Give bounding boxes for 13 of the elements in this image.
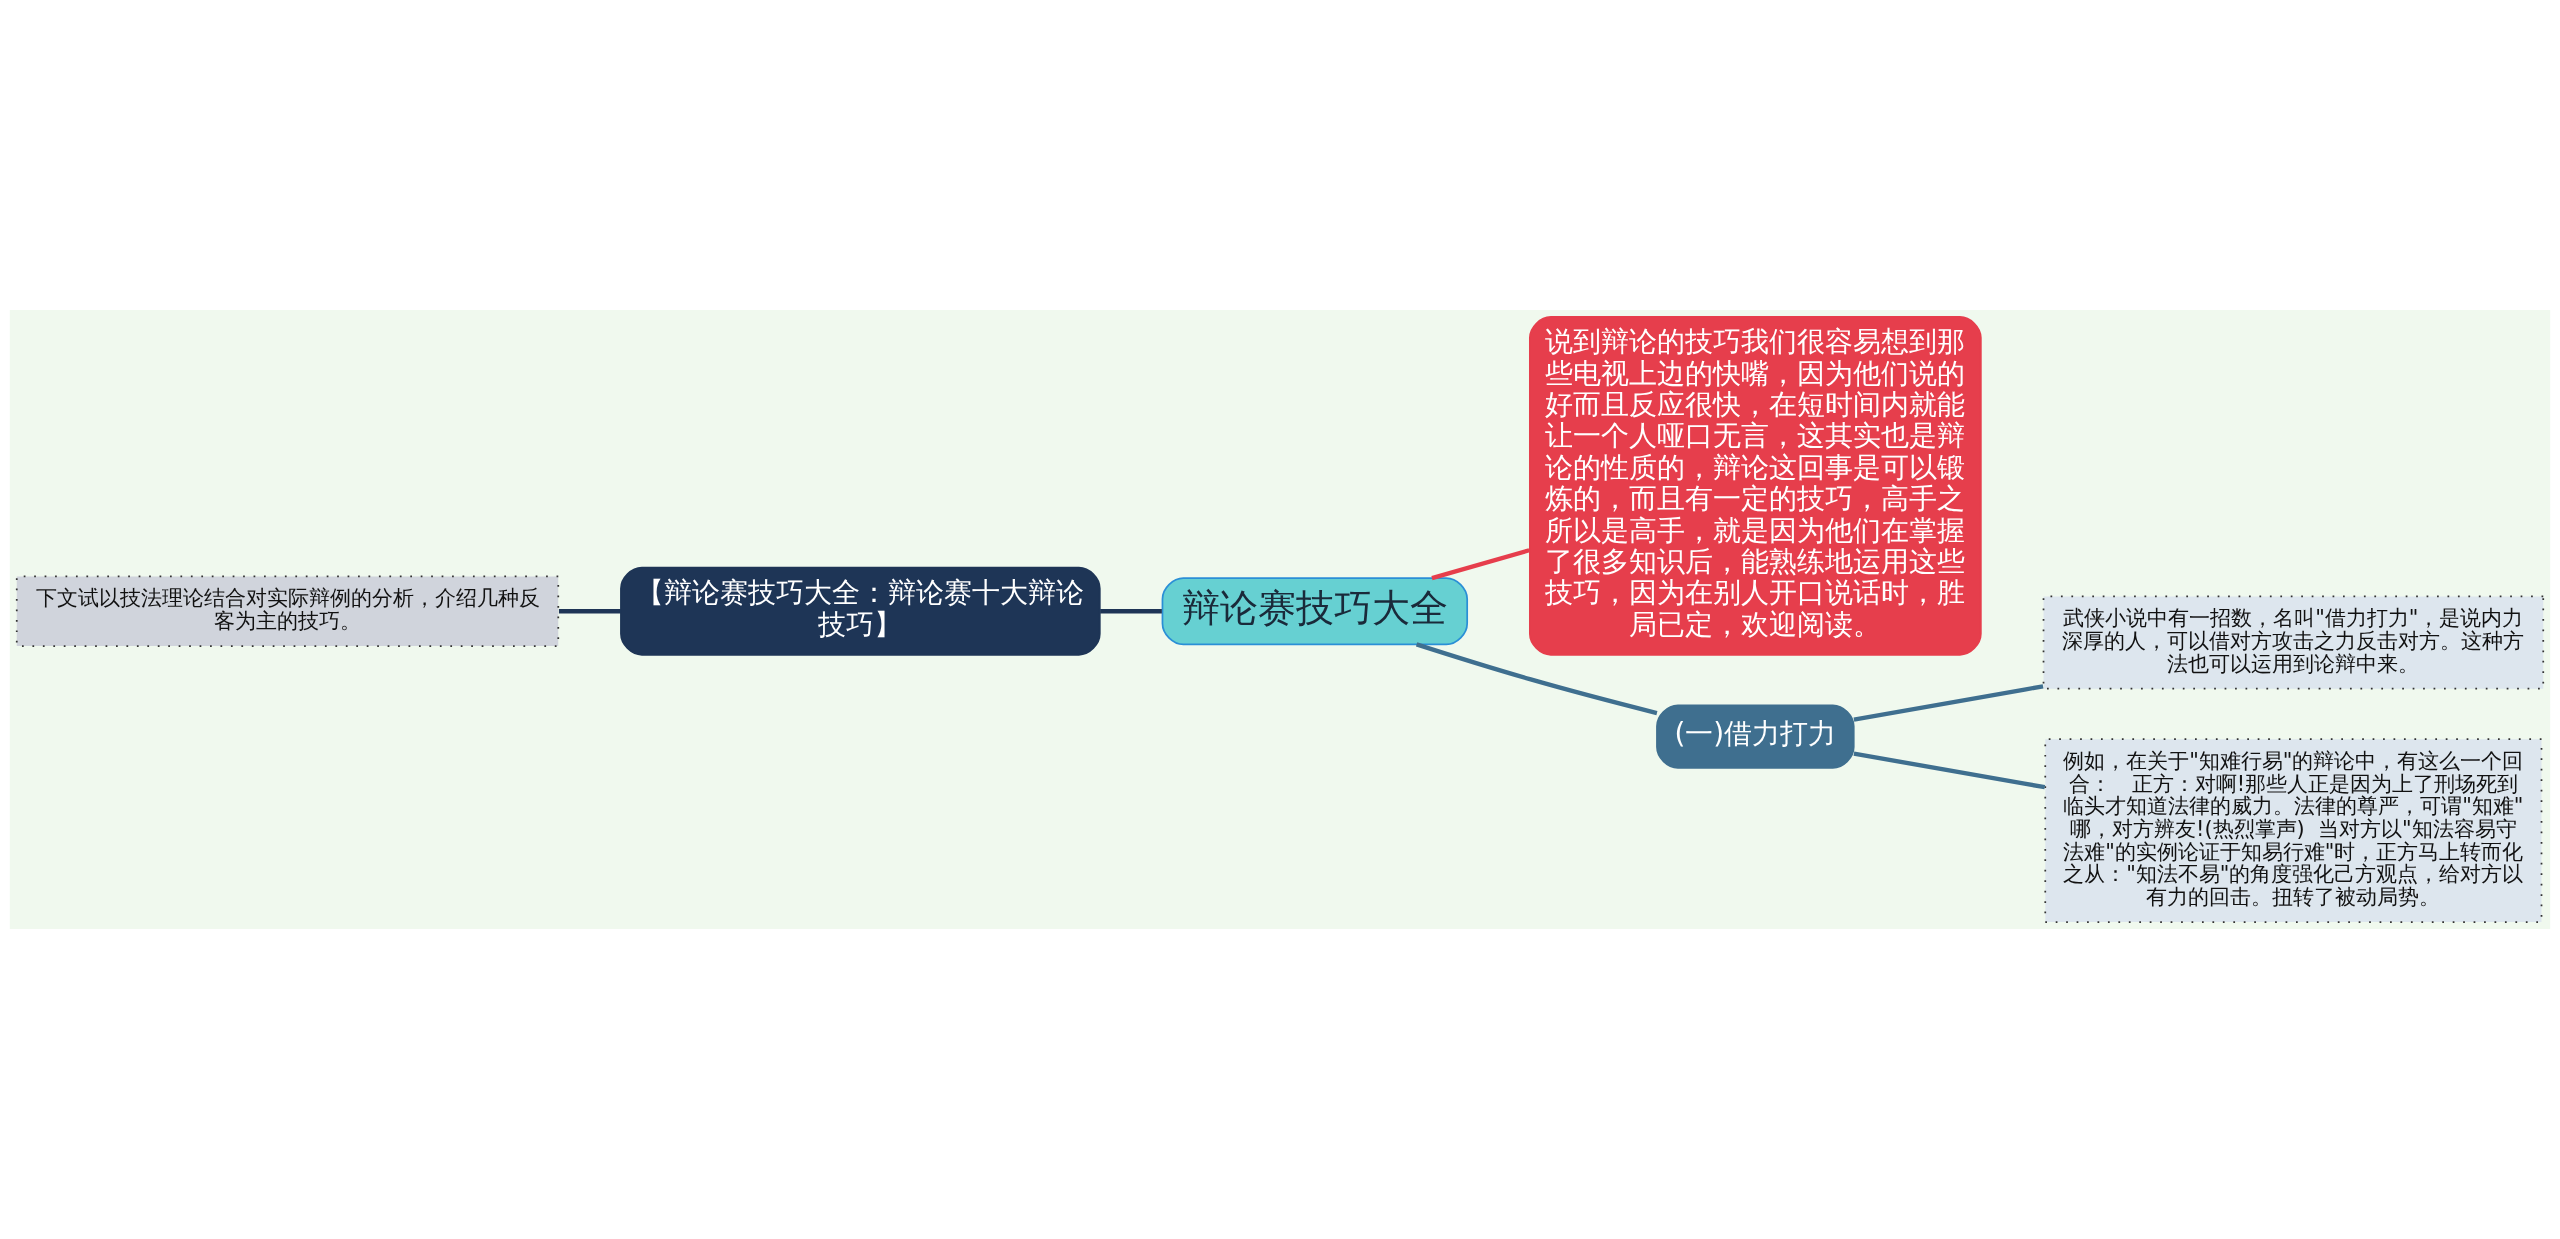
node-box: 辩论赛技巧大全 [1161,577,1469,646]
node-box: 武侠小说中有一招数，名叫"借力打力"，是说内力深厚的人，可以借对方攻击之力反击对方。这种方法也可以运用到论辩中来。 [2042,595,2545,690]
node-box: (一)借力打力 [1656,704,1855,769]
connector [558,609,621,614]
node-box: 例如，在关于"知难行易"的辩论中，有这么一个回合： 正方：对啊!那些人正是因为上了刑场死到临头才知道法律的威力。法律的尊严，可谓"知难"哪，对方辨友!(热烈掌声) 当对方以"知法容易守法难"的实例论证于知易行难"时，正方马上转而化之从："知法不易"的角度强化己方观点，给对方以有力的回击。扭转了被动局势。 [2044,738,2543,923]
node-box: 说到辩论的技巧我们很容易想到那些电视上边的快嘴，因为他们说的好而且反应很快，在短时间内就能让一个人哑口无言，这其实也是辩论的性质的，辩论这回事是可以锻炼的，而且有一定的技巧，高手之所以是高手，就是因为他们在掌握了很多知识后，能熟练地运用这些技巧，因为在别人开口说话时，胜局已定，欢迎阅读。 [1529,316,1982,656]
connector [1100,609,1162,614]
connector [1431,548,1530,581]
connector [1853,684,2044,722]
node-box: 【辩论赛技巧大全：辩论赛十大辩论技巧】 [620,566,1101,656]
connector [1853,751,2046,790]
node-box: 下文试以技法理论结合对实际辩例的分析，介绍几种反客为主的技巧。 [15,575,560,647]
connector [1415,642,1658,716]
